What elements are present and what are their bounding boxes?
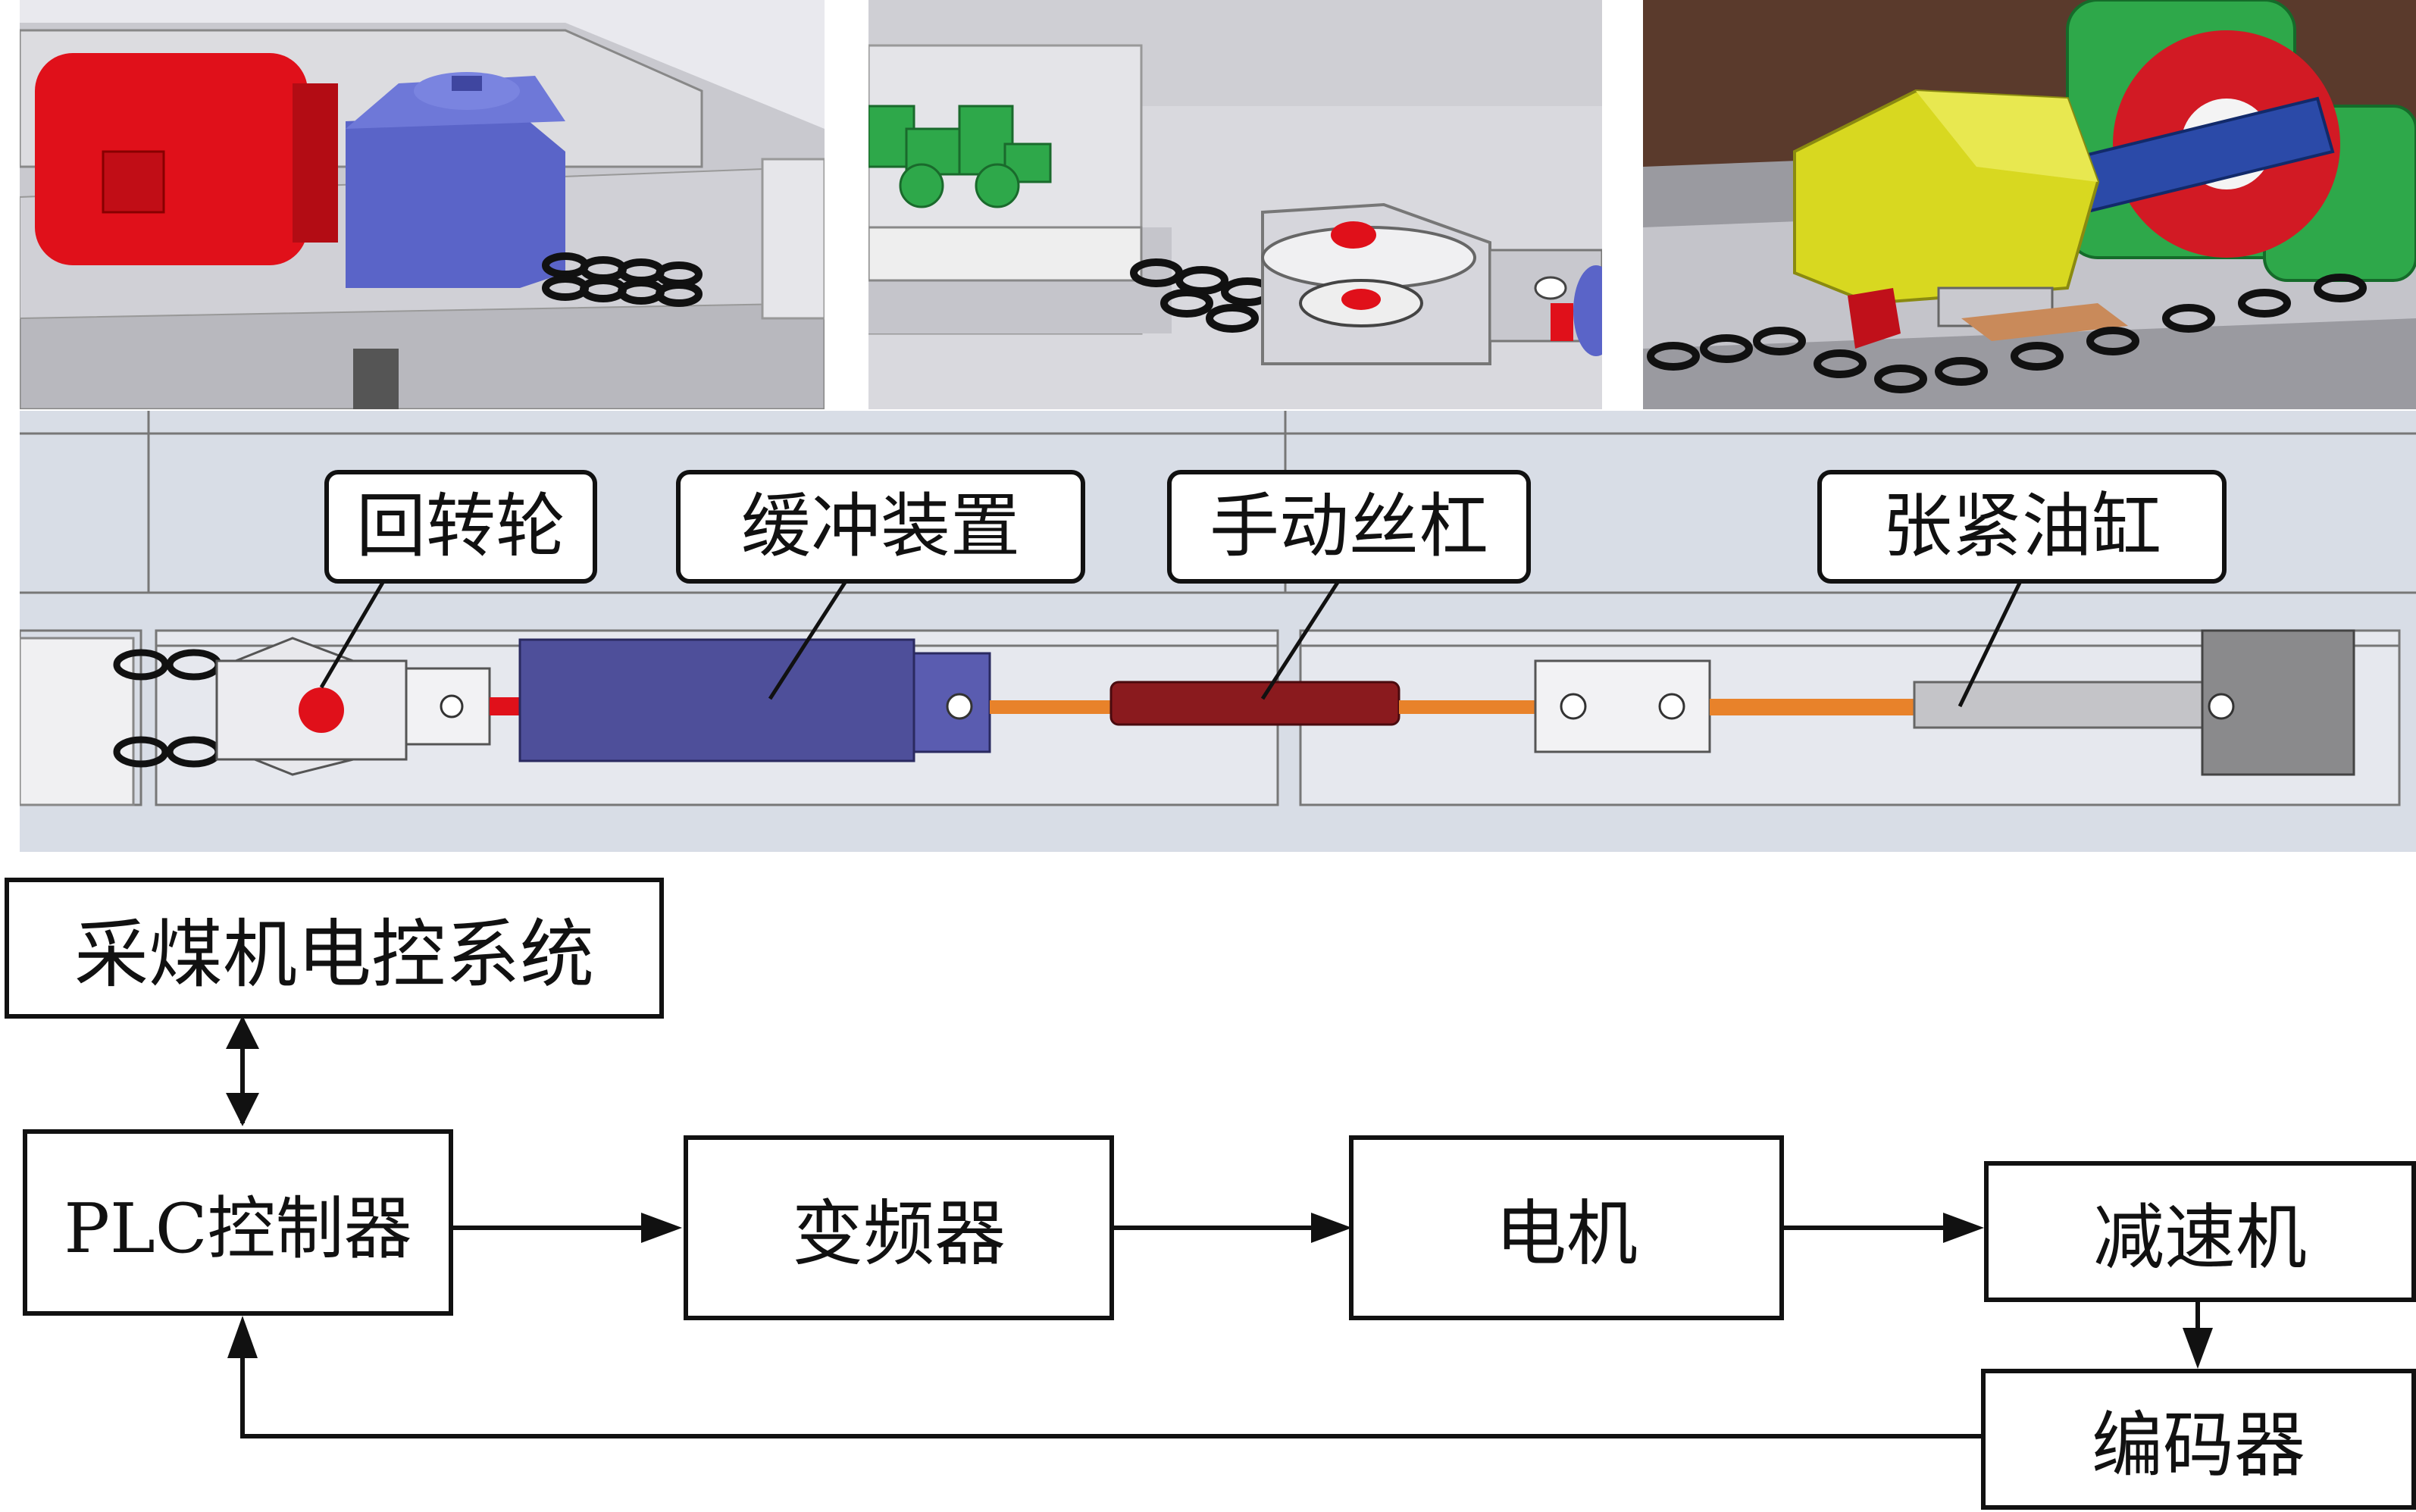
block-label: 变频器 [791,1193,1006,1276]
block-inverter: 变频器 [684,1135,1114,1320]
render-panel-motor [20,0,825,409]
arrow-icon [227,1316,258,1358]
block-label: PLC控制器 [64,1189,412,1269]
block-motor: 电机 [1349,1135,1784,1320]
tensioning-schematic: 回转轮 缓冲装置 手动丝杠 张紧油缸 [20,411,2416,852]
block-label: 电机 [1494,1193,1638,1276]
render-panel-pulley [868,0,1602,409]
block-label: 采煤机电控系统 [74,912,594,998]
callout-manual-screw: 手动丝杠 [1167,470,1531,584]
block-encoder: 编码器 [1981,1369,2416,1510]
shearer-render [1643,0,2416,409]
motor-gearbox-render [20,23,825,409]
tensioning-assembly-drawing [20,411,2416,806]
pulley-render [868,0,1602,365]
callout-tension-cylinder: 张紧油缸 [1817,470,2227,584]
block-plc-controller: PLC控制器 [23,1129,453,1316]
render-panel-shearer [1643,0,2416,409]
block-label: 编码器 [2091,1404,2305,1487]
block-shearer-control-system: 采煤机电控系统 [5,878,664,1019]
block-label: 减速机 [2092,1197,2307,1279]
callout-buffer-device: 缓冲装置 [676,470,1085,584]
callout-slewing-wheel: 回转轮 [324,470,597,584]
block-reducer: 减速机 [1984,1161,2416,1302]
